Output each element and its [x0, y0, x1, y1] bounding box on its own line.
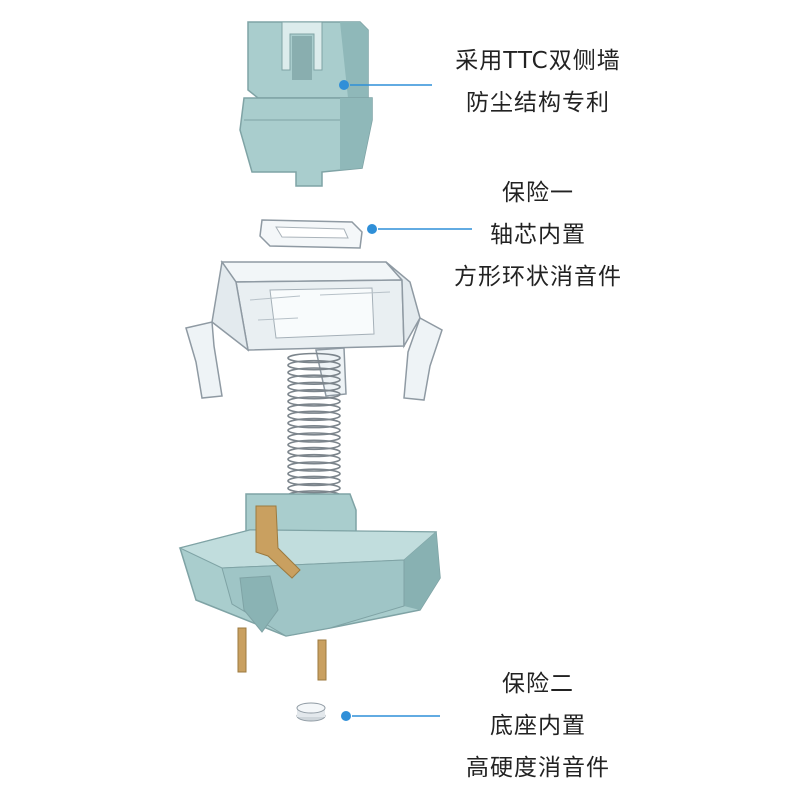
callout-pad-line-3: 高硬度消音件: [466, 755, 610, 781]
callout-pad-line-1: 保险二: [502, 671, 574, 697]
spring-coil: [287, 424, 341, 436]
callout-pad: 保险二 底座内置 高硬度消音件: [398, 663, 678, 789]
spring-coil: [287, 352, 341, 364]
leader-ring: [367, 224, 472, 234]
spring-coil: [287, 432, 341, 443]
bottom-housing: [178, 493, 441, 681]
spring-coil: [287, 475, 341, 487]
leader-dot-ring: [367, 224, 377, 234]
spring-coil: [287, 482, 341, 494]
spring-coil: [287, 439, 341, 451]
leader-dot-stem: [339, 80, 349, 90]
right-clip: [403, 316, 443, 401]
callout-ring: 保险一 轴芯内置 方形环状消音件: [398, 172, 678, 298]
callout-ring-line-3: 方形环状消音件: [454, 264, 622, 290]
spring-coil: [287, 461, 341, 472]
spring-coil: [287, 403, 341, 414]
leader-stem: [339, 80, 432, 90]
callout-ring-line-2: 轴芯内置: [490, 222, 586, 248]
spring-coil: [287, 374, 341, 386]
spring-coil: [287, 359, 341, 371]
leader-pad: [341, 711, 440, 721]
left-clip: [185, 321, 223, 399]
spring-coil: [287, 381, 341, 393]
pad-dampener: [296, 702, 326, 722]
callout-stem: 采用TTC双侧墙 防尘结构专利: [398, 40, 678, 124]
callout-stem-line-1: 采用TTC双侧墙: [455, 48, 621, 74]
stem-cross-slot: [281, 21, 323, 71]
spring-coil: [287, 410, 341, 422]
callout-stem-line-2: 防尘结构专利: [466, 90, 610, 116]
spring-coil: [287, 453, 341, 465]
leader-dot-pad: [341, 711, 351, 721]
stem: [239, 21, 373, 187]
ring-dampener: [259, 219, 363, 249]
callout-pad-line-2: 底座内置: [490, 713, 586, 739]
right-pin: [317, 639, 327, 681]
callout-ring-line-1: 保险一: [502, 180, 574, 206]
stem-top-side: [340, 22, 368, 98]
gold-contact-leaf: [255, 505, 301, 579]
spring-coil: [287, 388, 341, 400]
left-pin: [237, 627, 247, 673]
spring-coil: [287, 417, 341, 429]
spring-coil: [287, 468, 341, 480]
spring-coil: [287, 396, 341, 407]
spring-coil: [287, 367, 341, 378]
spring-coil: [287, 446, 341, 458]
top-housing: [185, 260, 443, 401]
